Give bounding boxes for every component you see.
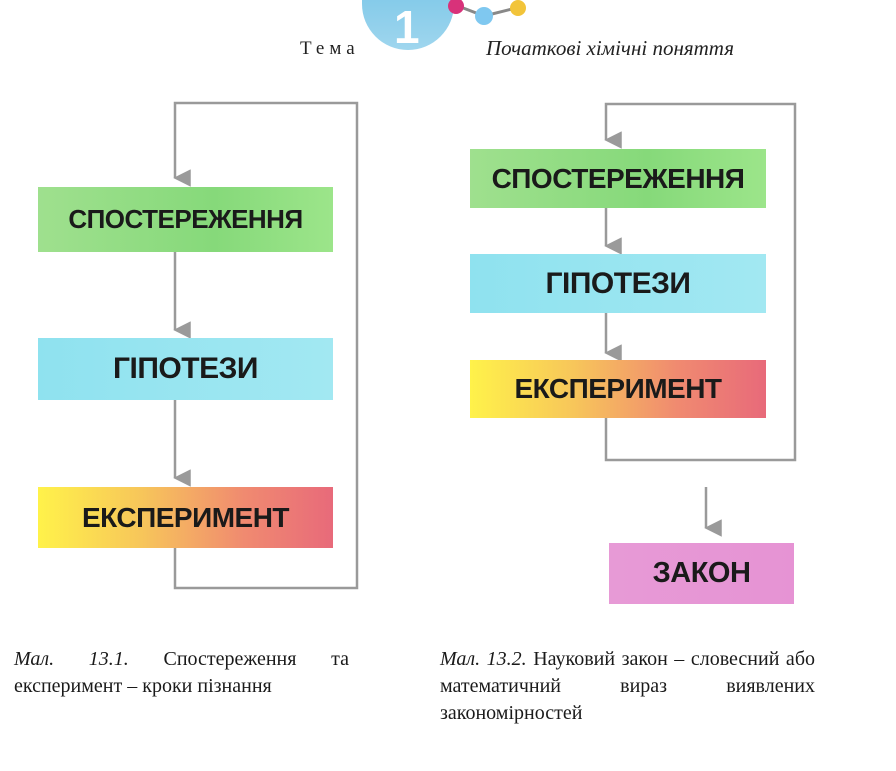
topic-number: 1 — [394, 1, 420, 53]
fig2-step-experiment: ЕКСПЕРИМЕНТ — [470, 360, 766, 418]
fig2-result-law-label: ЗАКОН — [652, 557, 751, 589]
fig1-step-hypothesis-label: ГІПОТЕЗИ — [113, 352, 258, 385]
fig2-step-hypothesis: ГІПОТЕЗИ — [470, 254, 766, 313]
fig1-caption: Мал. 13.1. Спостереження та експеримент … — [14, 646, 349, 700]
fig2-result-law: ЗАКОН — [609, 543, 794, 604]
fig2-caption: Мал. 13.2. Науковий закон – словесний аб… — [440, 646, 815, 727]
fig1-step-observation: СПОСТЕРЕЖЕННЯ — [38, 187, 333, 252]
fig2-feedback-loop — [604, 102, 797, 462]
fig1-step-observation-label: СПОСТЕРЕЖЕННЯ — [68, 204, 303, 234]
molecule-icon — [448, 0, 526, 25]
fig1-caption-label: Мал. 13.1. — [14, 648, 129, 670]
topic-title: Початкові хімічні поняття — [486, 36, 734, 60]
fig2-step-experiment-label: ЕКСПЕРИМЕНТ — [514, 373, 722, 404]
fig1-feedback-loop — [173, 101, 359, 590]
fig1-step-experiment: ЕКСПЕРИМЕНТ — [38, 487, 333, 548]
fig1-step-hypothesis: ГІПОТЕЗИ — [38, 338, 333, 400]
fig2-step-hypothesis-label: ГІПОТЕЗИ — [545, 266, 691, 300]
fig2-step-observation-label: СПОСТЕРЕЖЕННЯ — [491, 162, 745, 194]
fig1-caption-text: Спостереження та експеримент – кроки піз… — [14, 648, 350, 697]
topic-label: Тема — [300, 38, 360, 59]
fig1-step-experiment-label: ЕКСПЕРИМЕНТ — [81, 501, 290, 533]
fig2-caption-text: Науковий закон – словесний або математич… — [440, 648, 815, 724]
fig2-step-observation: СПОСТЕРЕЖЕННЯ — [470, 149, 766, 208]
fig2-caption-label: Мал. 13.2. — [440, 648, 527, 670]
